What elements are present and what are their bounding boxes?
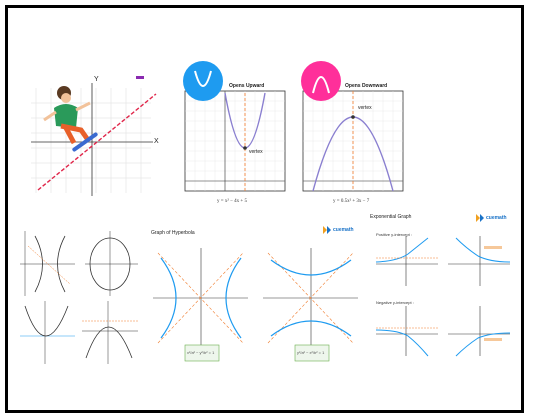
opens-upward-label: Opens Upward [229,83,264,89]
parabola-equation-right: y = 0.5x² + 3x − 7 [333,199,369,204]
y-axis-label: Y [94,76,99,83]
exponential-svg [368,206,518,366]
vertex-label-right: vertex [358,105,372,111]
image-frame: X Y [5,5,524,413]
negative-intercept-label: Negative y-intercept : [376,300,414,305]
hyperbola-logo: cuemath [333,227,354,233]
exponential-title: Exponential Graph [370,214,411,220]
x-axis-label: X [154,138,159,145]
hyperbola-equation-right: y²/a² − x²/b² = 1 [297,350,324,355]
hyperbola-title: Graph of Hyperbola [151,230,195,236]
positive-intercept-label: Positive y-intercept : [376,232,412,237]
parabola-svg [173,53,413,213]
parabola-panel: Opens Upward Opens Downward vertex verte… [173,53,413,213]
hyperbola-svg [143,218,363,368]
conics-panel [20,226,140,366]
hyperbola-panel: Graph of Hyperbola cuemath x²/a² − y²/b²… [143,218,363,368]
line-graph-svg [26,68,166,198]
vertex-label-left: vertex [249,149,263,155]
conics-svg [20,226,140,366]
line-graph-panel: X Y [26,68,166,198]
opens-downward-label: Opens Downward [345,83,387,89]
hyperbola-equation-left: x²/a² − y²/b² = 1 [187,350,214,355]
parabola-equation-left: y = x² − 4x + 5 [217,199,247,204]
exponential-logo: cuemath [486,215,507,221]
exponential-panel: Exponential Graph cuemath Positive y-int… [368,206,518,366]
